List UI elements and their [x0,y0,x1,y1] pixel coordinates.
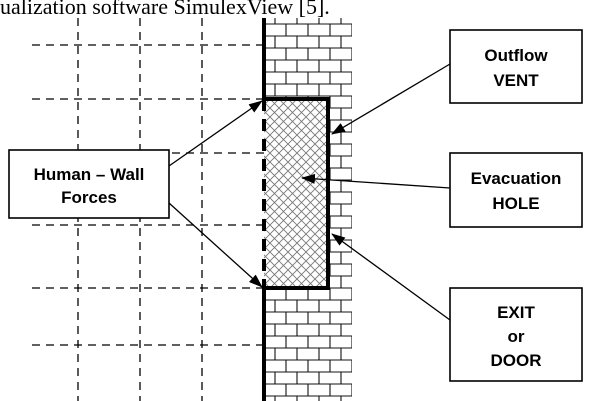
outflow-vent-line2: VENT [493,71,539,90]
exit-door-line3: DOOR [491,351,542,370]
evacuation-hole-outline [264,97,330,290]
exit-door-line1: EXIT [497,303,535,322]
human-wall-forces-line1: Human – Wall [34,165,145,184]
arrow-evacuation-to-hole [301,173,451,189]
outflow-vent-box: Outflow VENT [449,29,583,104]
evacuation-hole-hatch [264,99,328,288]
header-text-fragment: ualization software SimulexView [5]. [0,0,330,19]
arrow-forces-to-top-corner [168,100,263,167]
exit-door-line2: or [508,327,525,346]
human-wall-forces-line2: Forces [61,188,117,207]
arrow-vent-to-hole [331,63,451,135]
evacuation-hole-line1: Evacuation [471,169,562,188]
evacuation-hole-box: Evacuation HOLE [449,152,583,228]
arrow-exit-to-hole [331,233,451,321]
arrow-forces-to-bottom-corner [168,202,263,288]
exit-door-box: EXIT or DOOR [449,287,583,382]
evacuation-hole-line2: HOLE [492,194,539,213]
human-wall-forces-box: Human – Wall Forces [8,149,170,219]
outflow-vent-line1: Outflow [484,46,548,65]
